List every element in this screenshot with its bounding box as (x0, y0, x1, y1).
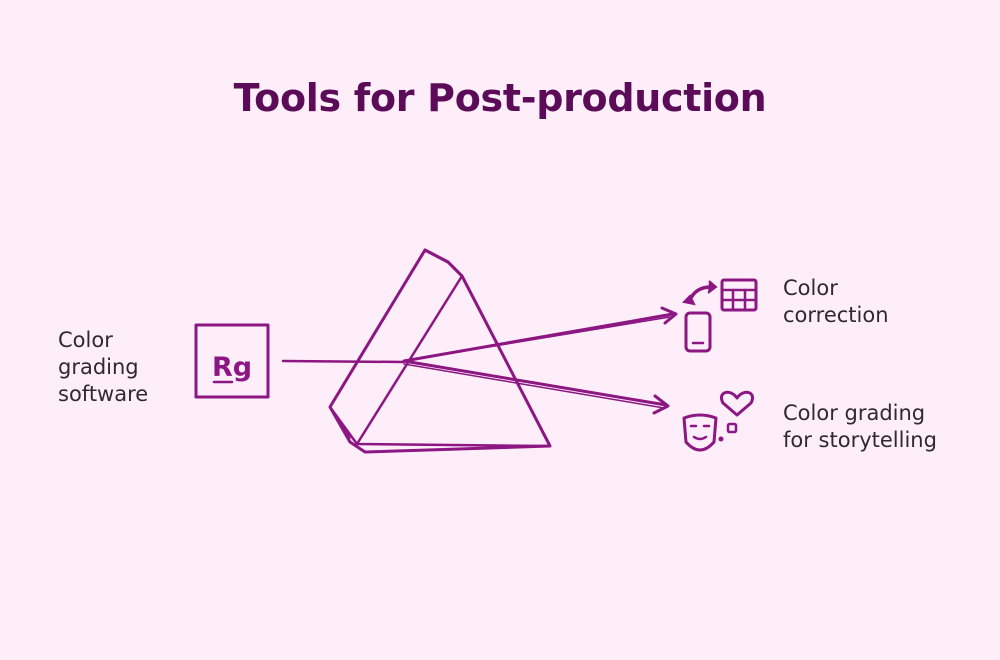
input-beam (281, 359, 406, 364)
output-label-storytelling: Color grading for storytelling (783, 401, 937, 452)
prism-icon (328, 248, 552, 454)
output-beam-2 (402, 359, 670, 415)
input-label: Color grading software (58, 328, 149, 406)
output-beam-1 (402, 306, 678, 363)
software-logo-text: Rg (212, 352, 252, 383)
color-correction-icon (681, 278, 758, 353)
output-label-color-correction: Color correction (783, 276, 889, 327)
software-logo-icon: Rg (194, 323, 270, 399)
storytelling-icon (682, 390, 754, 452)
page-title: Tools for Post-production (233, 76, 767, 120)
